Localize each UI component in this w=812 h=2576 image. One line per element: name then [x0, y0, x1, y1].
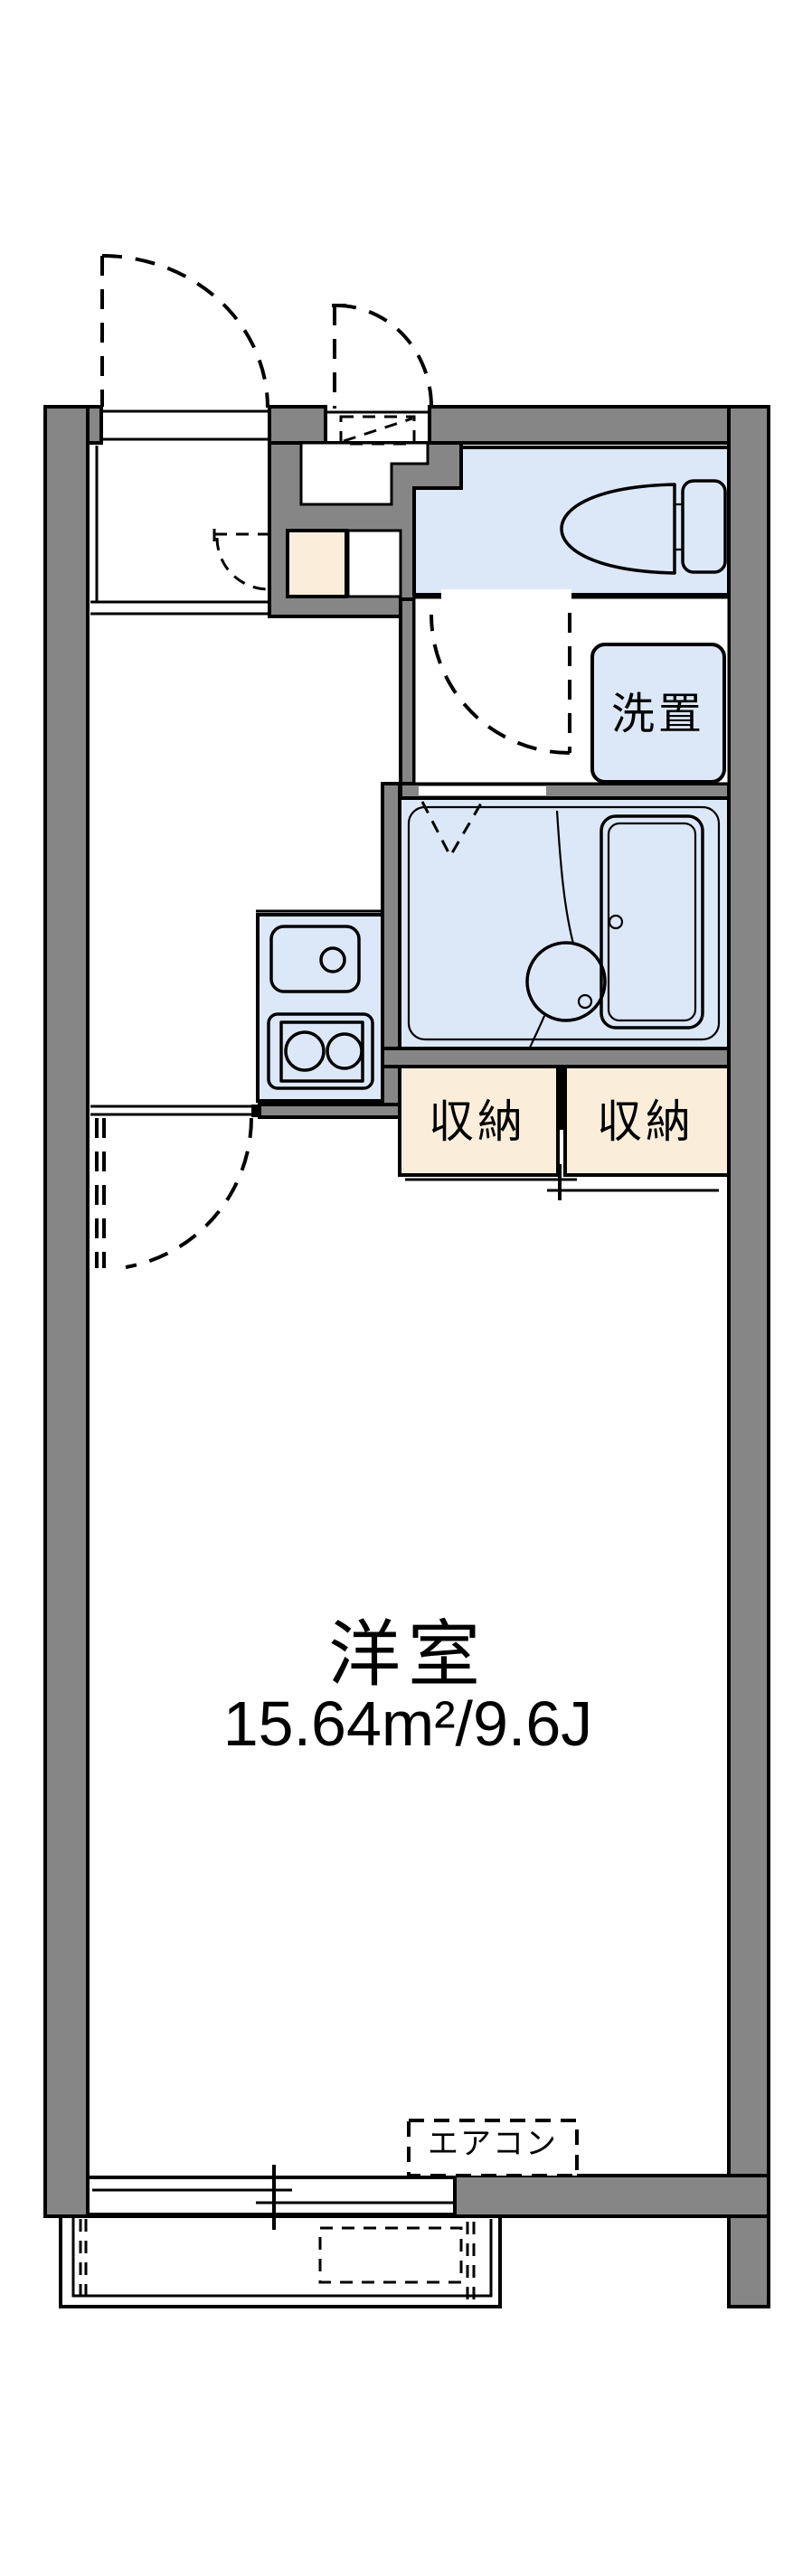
toilet-tank-icon	[681, 479, 727, 574]
kitchen-washroom-wall	[399, 597, 416, 800]
right-outer-wall	[727, 405, 770, 2218]
washer-place-box	[590, 643, 726, 784]
toilet-hinge-lines	[675, 503, 683, 551]
closet-left	[398, 1065, 560, 1177]
fixtures	[256, 479, 727, 1200]
balcony-partition-left-dashed	[79, 2219, 88, 2303]
main-room-label: 洋室	[328, 1614, 487, 1695]
stove-burner-left-icon	[284, 1030, 326, 1072]
left-outer-wall	[43, 405, 90, 2218]
doors	[95, 254, 571, 1269]
kitchen-mainroom-wall	[258, 1103, 401, 1119]
closet-right	[563, 1065, 731, 1177]
balcony-partition-right-dashed	[466, 2222, 476, 2305]
balcony-storage-dashed-box	[318, 2226, 463, 2284]
mainroom-door-arc	[125, 1117, 253, 1269]
entrance-door-arc	[335, 304, 433, 408]
kitchen-opening-end-post	[251, 1105, 260, 1117]
right-outer-wall-bottom-stub	[727, 2214, 770, 2308]
mainroom-door-leaf	[95, 1118, 106, 1268]
stove-outer-icon	[267, 1012, 374, 1090]
basin-counter-curve-bottom	[528, 1015, 546, 1048]
closet-right-label: 収納	[597, 1096, 694, 1147]
wall-openings	[90, 409, 430, 1116]
genkan-step	[346, 529, 402, 598]
top-wall-middle-pier	[268, 405, 327, 445]
bottom-outer-wall	[453, 2174, 770, 2218]
bathroom-inner-line	[407, 805, 721, 1041]
window-and-balcony	[59, 2165, 502, 2308]
stove-burner-right-icon	[326, 1032, 364, 1070]
bathtub-drain-icon	[608, 914, 624, 930]
genkan-door-leaf	[212, 529, 269, 544]
toilet-bowl-icon	[560, 483, 676, 575]
closet-left-label: 収納	[429, 1096, 526, 1147]
washbasin-icon	[525, 941, 607, 1022]
entrance-door-panel-diagonal	[343, 417, 413, 443]
top-wall-right-segment	[428, 405, 770, 445]
closet-divider	[556, 1067, 565, 1130]
bathroom-closet-divider-wall	[381, 1047, 731, 1068]
shoe-cabinet	[286, 529, 348, 598]
bathroom	[398, 796, 731, 1050]
text-labels: 洗置 収納 収納 洋室 15.64m²/9.6J エアコン	[223, 691, 705, 2161]
entrance-door-panel-dashed	[339, 415, 416, 446]
kitchen-sink-icon	[269, 925, 361, 993]
genkan-floor	[299, 441, 430, 506]
aircon-label: エアコン	[428, 2127, 558, 2161]
entrance-door-leaf	[332, 304, 346, 409]
basin-counter-curve-top	[555, 810, 575, 945]
bathtub-icon	[600, 814, 704, 1029]
bathroom-doorway-gap	[419, 786, 546, 795]
main-room-area-label: 15.64m²/9.6J	[223, 1688, 593, 1759]
aircon-box	[407, 2119, 579, 2177]
top-left-door-arc	[101, 254, 269, 409]
toilet-doorway-gap	[441, 589, 571, 606]
kitchen-faucet-icon	[319, 946, 346, 973]
washbasin-drain-icon	[577, 993, 593, 1010]
washer-place-label: 洗置	[611, 691, 705, 738]
genkan-door-arc	[215, 537, 269, 591]
balcony-outline	[59, 2214, 502, 2308]
balcony-inner-line	[71, 2216, 493, 2298]
toilet-door-arc	[430, 614, 571, 755]
